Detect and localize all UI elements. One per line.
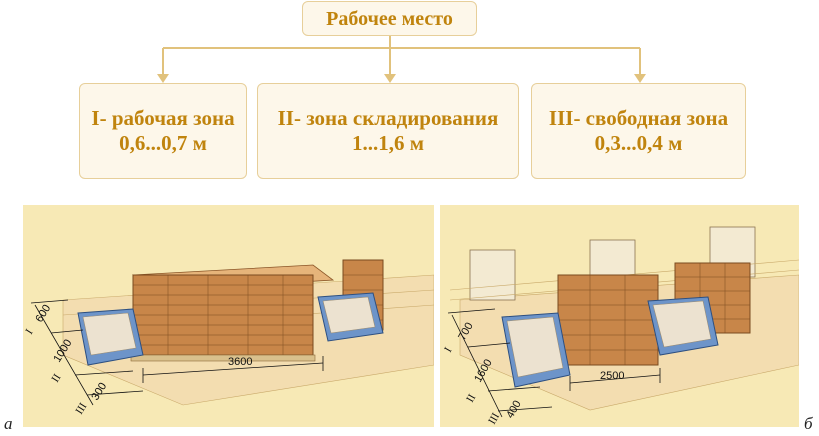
illustration-b: 700 1600 400 2500 I II III bbox=[440, 205, 799, 427]
figure-a-label: а bbox=[4, 414, 13, 433]
storage-zone-name: II- зона складирования bbox=[277, 105, 499, 130]
free-zone-box: III- свободная зона 0,3...0,4 м bbox=[531, 83, 746, 179]
arrow-head-zone2 bbox=[384, 74, 396, 83]
arrow-head-zone3 bbox=[634, 74, 646, 83]
roman-a-1: I bbox=[23, 327, 35, 337]
dim-a-length: 3600 bbox=[228, 356, 252, 368]
storage-zone-size: 1...1,6 м bbox=[351, 131, 425, 155]
figure-b-label: б bbox=[804, 414, 813, 433]
connector-arrows bbox=[157, 36, 646, 83]
workplace-title-box: Рабочее место bbox=[302, 1, 477, 36]
dimension-lines-b bbox=[447, 308, 661, 418]
working-zone-box: I- рабочая зона 0,6...0,7 м bbox=[79, 83, 247, 179]
roman-b-1: I bbox=[442, 345, 454, 354]
mortar-tub-b-left bbox=[501, 312, 571, 388]
dim-b-length: 2500 bbox=[600, 370, 624, 382]
workplace-title: Рабочее место bbox=[326, 7, 453, 30]
storage-zone-box: II- зона складирования 1...1,6 м bbox=[257, 83, 519, 179]
working-zone-size: 0,6...0,7 м bbox=[119, 131, 207, 155]
free-zone-name: III- свободная зона bbox=[548, 105, 729, 130]
mortar-tub-b-right bbox=[647, 296, 719, 356]
working-zone-name: I- рабочая зона bbox=[91, 105, 235, 130]
illustration-a: 600 1000 300 3600 I II III bbox=[23, 205, 434, 427]
free-zone-size: 0,3...0,4 м bbox=[594, 131, 683, 155]
dimension-lines-a bbox=[30, 299, 324, 406]
arrow-head-zone1 bbox=[157, 74, 169, 83]
mortar-tub-a-right bbox=[317, 292, 384, 342]
mortar-tub-a-left bbox=[77, 308, 144, 366]
